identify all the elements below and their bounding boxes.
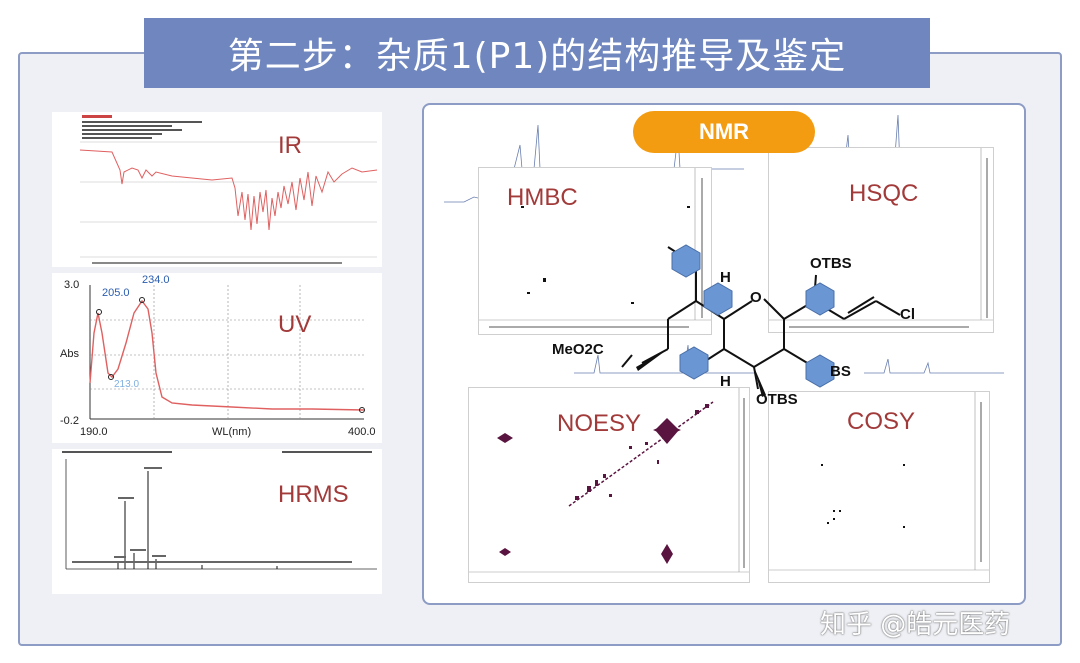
page-title: 第二步：杂质1(P1)的结构推导及鉴定 xyxy=(227,36,847,77)
uv-xaxis-label: WL(nm) xyxy=(212,426,252,438)
uv-ymax: 3.0 xyxy=(64,279,80,291)
noesy-label: NOESY xyxy=(557,410,642,437)
otbs-bottom-label: OTBS xyxy=(756,391,798,408)
meo2c-label: MeO2C xyxy=(552,341,604,358)
uv-valley: 213.0 xyxy=(114,379,140,390)
cosy-plot xyxy=(769,392,989,571)
uv-label: UV xyxy=(278,311,312,338)
ir-spectrum-chart xyxy=(52,112,382,267)
hsqc-label: HSQC xyxy=(849,180,919,207)
uv-yaxis-label: Abs xyxy=(60,348,79,360)
bs-label: BS xyxy=(830,363,851,380)
page-title-banner: 第二步：杂质1(P1)的结构推导及鉴定 xyxy=(144,18,930,88)
uv-panel: 3.0 -0.2 Abs 190.0 400.0 WL(nm) 205.0 23… xyxy=(52,273,382,443)
hrms-label: HRMS xyxy=(278,481,349,508)
noesy-spectrum: NOESY xyxy=(468,387,750,583)
chlorine-label: Cl xyxy=(900,306,915,323)
ir-panel: IR xyxy=(52,112,382,267)
noesy-plot xyxy=(469,388,749,573)
uv-spectrum-chart xyxy=(52,273,382,443)
uv-xmax: 400.0 xyxy=(348,426,376,438)
hexagon-5 xyxy=(805,354,835,388)
hydrogen-bottom-label: H xyxy=(720,373,731,390)
hexagon-2 xyxy=(703,282,733,316)
hexagon-4 xyxy=(679,346,709,380)
uv-ymin: -0.2 xyxy=(60,415,79,427)
hsqc-plot xyxy=(769,148,993,328)
hexagon-3 xyxy=(805,282,835,316)
hydrogen-top-label: H xyxy=(720,269,731,286)
nmr-badge-label: NMR xyxy=(698,119,750,144)
hexagon-1 xyxy=(671,244,701,278)
otbs-top-label: OTBS xyxy=(810,255,852,272)
nmr-panel: HMBC HSQC xyxy=(422,103,1026,605)
nmr-badge: NMR xyxy=(633,111,815,153)
hrms-spectrum-chart xyxy=(52,449,382,594)
uv-peak2: 234.0 xyxy=(142,274,170,286)
cosy-spectrum: COSY xyxy=(768,391,990,583)
hmbc-label: HMBC xyxy=(507,184,578,211)
hrms-panel: HRMS xyxy=(52,449,382,594)
molecule-structure xyxy=(621,244,901,397)
uv-xmin: 190.0 xyxy=(80,426,108,438)
uv-peak1: 205.0 xyxy=(102,287,130,299)
ir-label: IR xyxy=(278,132,302,159)
cosy-label: COSY xyxy=(847,408,916,435)
watermark: 知乎 @皓元医药 xyxy=(820,610,1011,640)
oxygen-label: O xyxy=(750,289,762,306)
